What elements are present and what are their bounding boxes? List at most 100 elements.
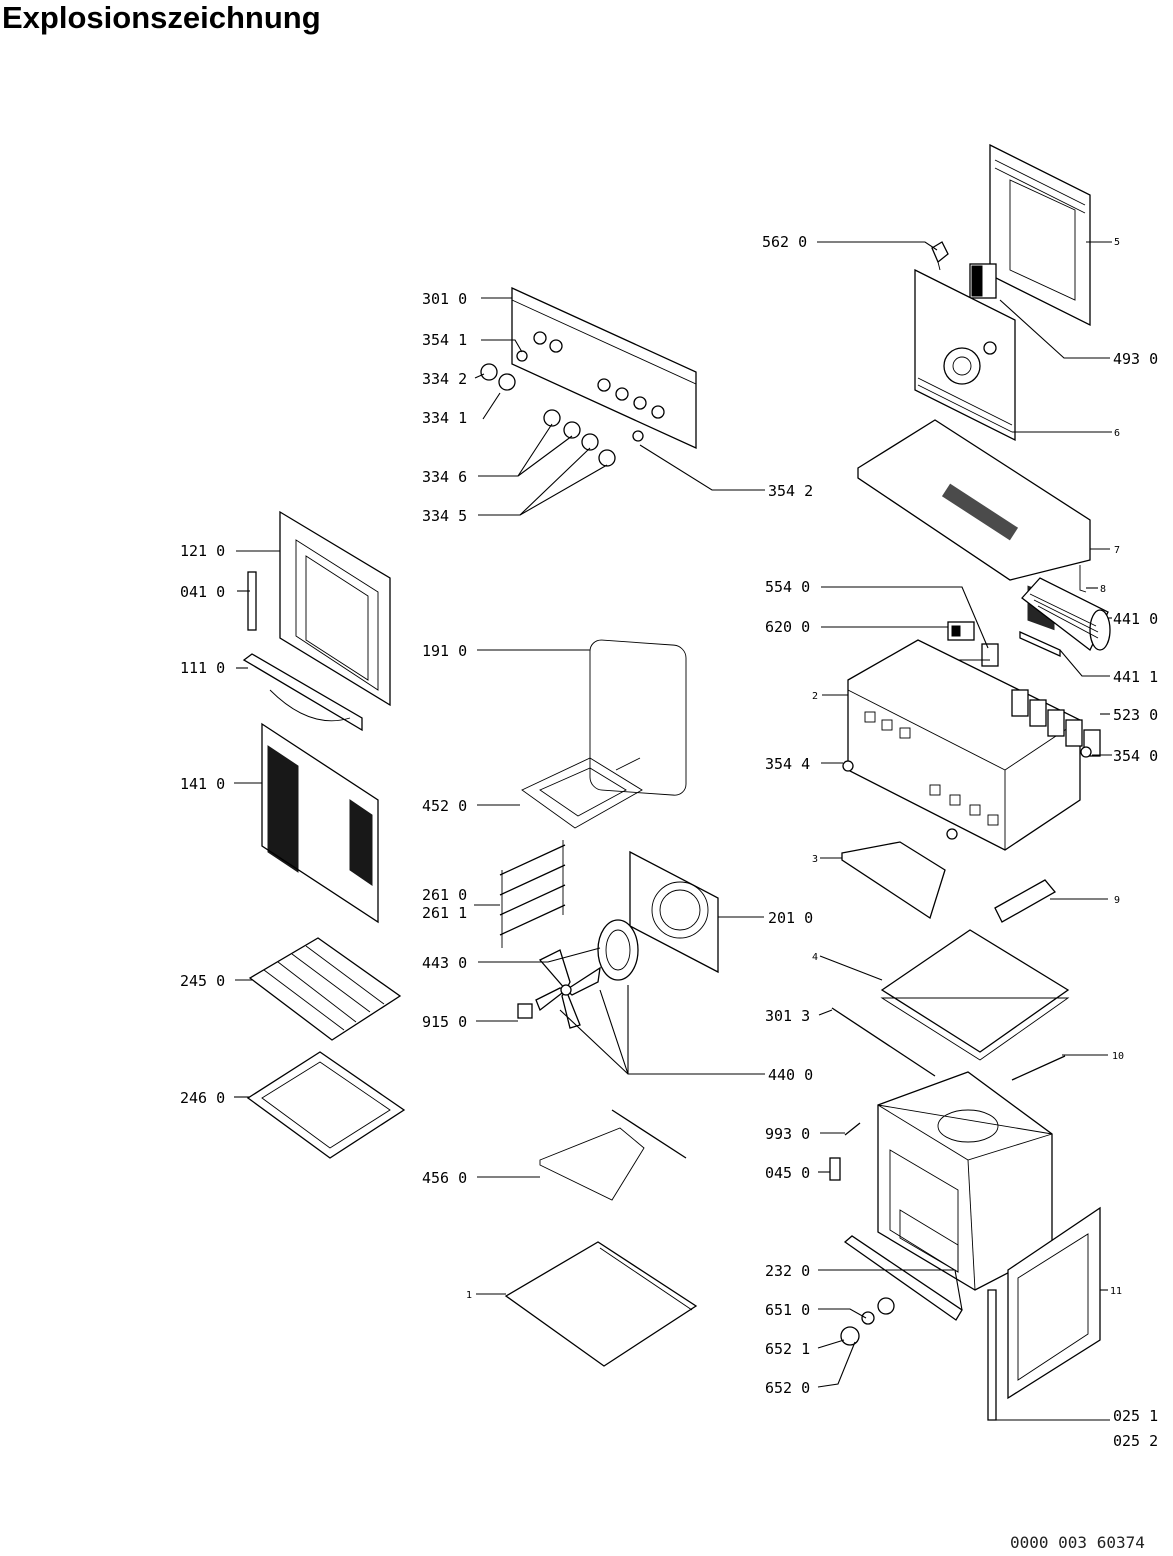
label-523-0: 523 0 [1113, 706, 1158, 724]
label-141-0: 141 0 [180, 775, 225, 793]
part-top-cover [857, 419, 1091, 581]
part-plug-354-0 [1080, 746, 1092, 758]
label-245-0: 245 0 [180, 972, 225, 990]
label-232-0: 232 0 [765, 1262, 810, 1280]
label-191-0: 191 0 [422, 642, 467, 660]
part-bracket-041 [247, 571, 257, 631]
label-121-0: 121 0 [180, 542, 225, 560]
part-heating-element [521, 757, 643, 829]
part-lamp-holder [877, 1297, 895, 1315]
part-lamp-651 [861, 1311, 875, 1325]
label-354-0: 354 0 [1113, 747, 1158, 765]
label-5: 5 [1114, 237, 1120, 248]
part-fan-motor-493 [969, 263, 997, 299]
label-4: 4 [812, 952, 818, 963]
label-111-0: 111 0 [180, 659, 225, 677]
label-493-0: 493 0 [1113, 350, 1158, 368]
label-9: 9 [1114, 895, 1120, 906]
part-outer-glass [261, 722, 379, 924]
label-651-0: 651 0 [765, 1301, 810, 1319]
part-door-handle [242, 653, 363, 732]
part-switch-554 [940, 643, 999, 667]
page-title: Explosionszeichnung [2, 0, 321, 35]
part-screw-993 [844, 1122, 861, 1136]
part-lamp-652 [840, 1326, 860, 1346]
label-11: 11 [1110, 1286, 1122, 1297]
label-652-1: 652 1 [765, 1340, 810, 1358]
label-261-1: 261 1 [422, 904, 467, 922]
part-relays [1011, 689, 1101, 757]
label-045-0: 045 0 [765, 1164, 810, 1182]
part-bar-301-3 [831, 1007, 936, 1077]
part-labels: 562 0 5 301 0 493 0 354 1 334 2 334 1 6 … [180, 233, 1158, 1450]
part-control-housing [847, 639, 1081, 851]
label-301-3: 301 3 [765, 1007, 810, 1025]
part-rear-panel [989, 143, 1091, 631]
part-tangential-fan [1021, 577, 1111, 652]
part-plug-354-4b [946, 828, 958, 840]
part-045 [829, 1157, 841, 1181]
part-plug-354-4 [842, 760, 854, 772]
label-562-0: 562 0 [762, 233, 807, 251]
label-201-0: 201 0 [768, 909, 813, 927]
label-554-0: 554 0 [765, 578, 810, 596]
label-1: 1 [466, 1290, 472, 1301]
label-261-0: 261 0 [422, 886, 467, 904]
label-456-0: 456 0 [422, 1169, 467, 1187]
leader-lines [234, 241, 1112, 1421]
part-rail-9 [994, 879, 1056, 923]
label-8: 8 [1100, 584, 1106, 595]
label-441-0: 441 0 [1113, 610, 1158, 628]
part-fan-blade [535, 949, 601, 1029]
part-clip-562 [931, 241, 949, 271]
document-number: 0000 003 60374 [1010, 1533, 1145, 1552]
label-2: 2 [812, 691, 818, 702]
label-993-0: 993 0 [765, 1125, 810, 1143]
label-334-1: 334 1 [422, 409, 467, 427]
label-334-5: 334 5 [422, 507, 467, 525]
part-circular-heater [597, 919, 639, 981]
label-652-0: 652 0 [765, 1379, 810, 1397]
part-bracket-3 [841, 841, 946, 920]
label-025-2: 025 2 [1113, 1432, 1158, 1450]
label-354-4: 354 4 [765, 755, 810, 773]
part-strip-441-1 [1019, 630, 1061, 658]
label-041-0: 041 0 [180, 583, 225, 601]
label-452-0: 452 0 [422, 797, 467, 815]
part-nut-915 [517, 1003, 533, 1019]
part-side-panel [1007, 1206, 1101, 1400]
label-440-0: 440 0 [768, 1066, 813, 1084]
part-switch-620 [947, 621, 975, 641]
label-10: 10 [1112, 1051, 1124, 1062]
label-3: 3 [812, 854, 818, 865]
label-7: 7 [1114, 545, 1120, 556]
part-bottom-tray [504, 1241, 698, 1367]
part-door-frame [279, 510, 391, 707]
part-hook-8 [1079, 565, 1087, 593]
label-354-1: 354 1 [422, 331, 467, 349]
part-control-panel [511, 286, 697, 450]
part-grill-element [539, 1109, 687, 1201]
label-246-0: 246 0 [180, 1089, 225, 1107]
part-gasket [589, 639, 687, 796]
part-baking-tray [246, 1051, 406, 1159]
label-915-0: 915 0 [422, 1013, 467, 1031]
label-334-6: 334 6 [422, 468, 467, 486]
label-6: 6 [1114, 428, 1120, 439]
part-inner-rear-wall [914, 268, 1016, 442]
label-334-2: 334 2 [422, 370, 467, 388]
part-wire-rack [248, 937, 402, 1041]
label-301-0: 301 0 [422, 290, 467, 308]
part-knobs [480, 350, 644, 467]
part-fan-cover [629, 850, 719, 974]
part-bottom-plate [880, 929, 1070, 1061]
part-side-rails [499, 840, 566, 948]
label-620-0: 620 0 [765, 618, 810, 636]
label-443-0: 443 0 [422, 954, 467, 972]
label-354-2: 354 2 [768, 482, 813, 500]
part-bar-10 [1011, 1055, 1066, 1081]
part-hinge-025 [987, 1289, 997, 1421]
label-025-1: 025 1 [1113, 1407, 1158, 1425]
label-441-1: 441 1 [1113, 668, 1158, 686]
